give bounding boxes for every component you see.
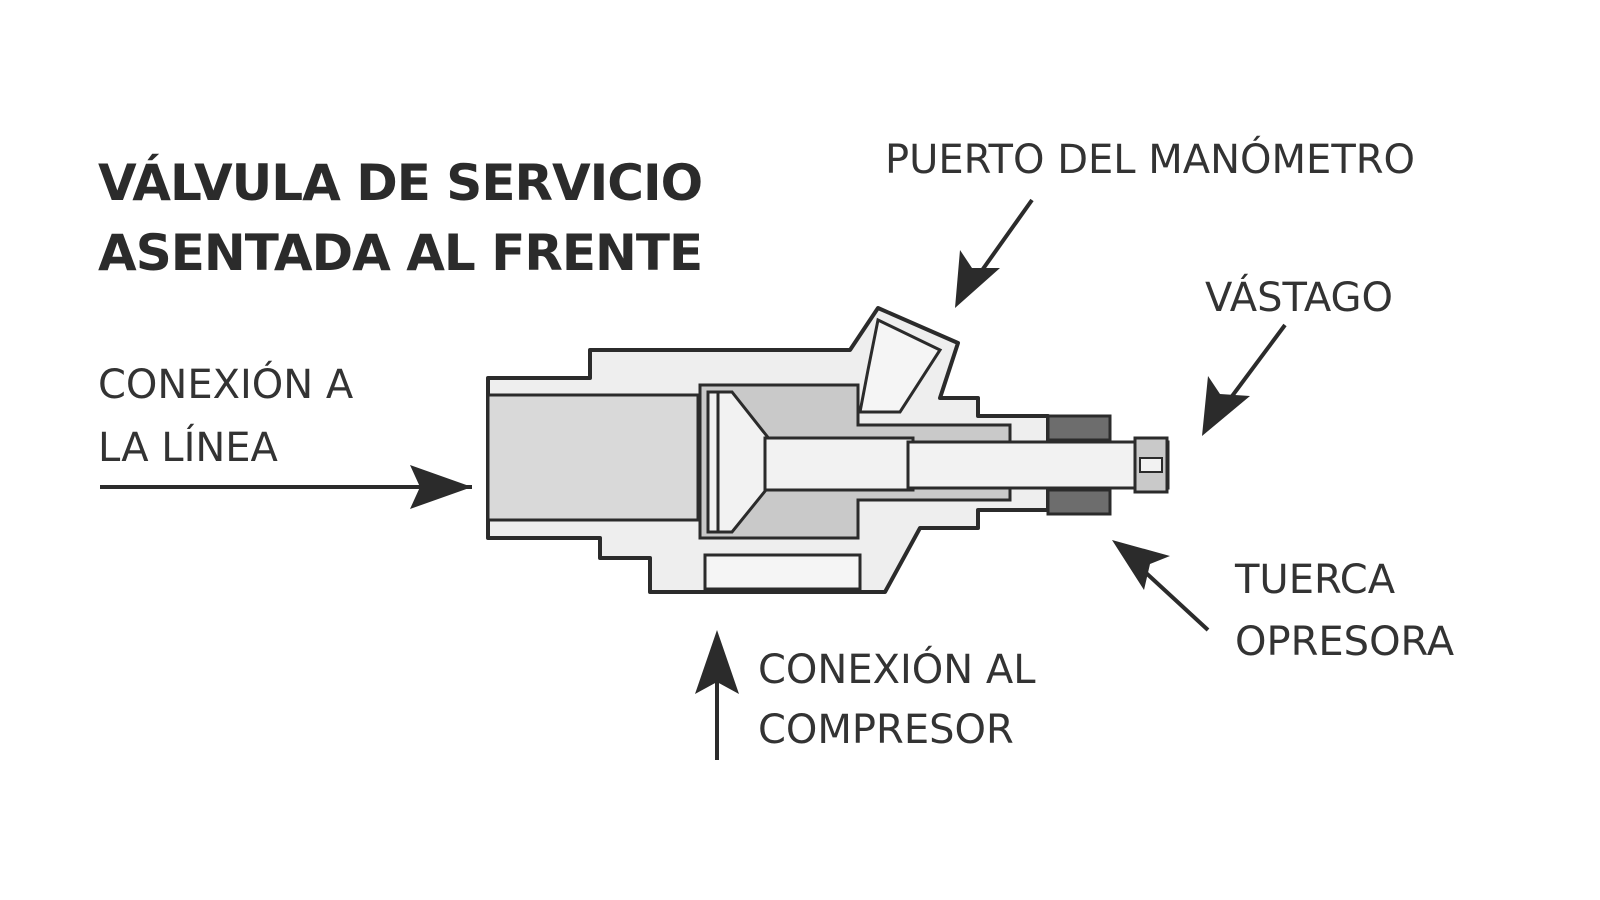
packing-nut-label-1: TUERCA bbox=[1235, 557, 1396, 603]
diagram-title-line-2: ASENTADA AL FRENTE bbox=[98, 224, 703, 282]
diagram-title-line-1: VÁLVULA DE SERVICIO bbox=[98, 154, 703, 212]
gauge-port-arrowhead bbox=[955, 250, 1000, 308]
compressor-passage bbox=[703, 553, 862, 591]
packing-nut-arrowhead bbox=[1112, 540, 1170, 590]
stem-label: VÁSTAGO bbox=[1205, 275, 1394, 321]
packing-nut-top bbox=[1046, 414, 1112, 442]
line-connection-label-1: CONEXIÓN A bbox=[98, 362, 354, 408]
line-connection-bore bbox=[486, 393, 700, 522]
packing-nut-label-2: OPRESORA bbox=[1235, 619, 1455, 665]
stem-end-slot bbox=[1139, 457, 1163, 473]
gauge-port-channel bbox=[858, 317, 943, 414]
gauge-port-label: PUERTO DEL MANÓMETRO bbox=[885, 137, 1416, 183]
line-connection-arrowhead bbox=[410, 465, 472, 509]
line-connection-label-2: LA LÍNEA bbox=[98, 425, 278, 471]
compressor-connection-label-1: CONEXIÓN AL bbox=[758, 647, 1036, 693]
compressor-connection-arrowhead bbox=[695, 630, 739, 694]
stem-inner bbox=[763, 436, 915, 492]
valve-stem bbox=[906, 440, 1170, 490]
packing-nut-bottom bbox=[1046, 488, 1112, 516]
compressor-connection-label-2: COMPRESOR bbox=[758, 707, 1014, 753]
stem-arrowhead bbox=[1202, 376, 1250, 436]
